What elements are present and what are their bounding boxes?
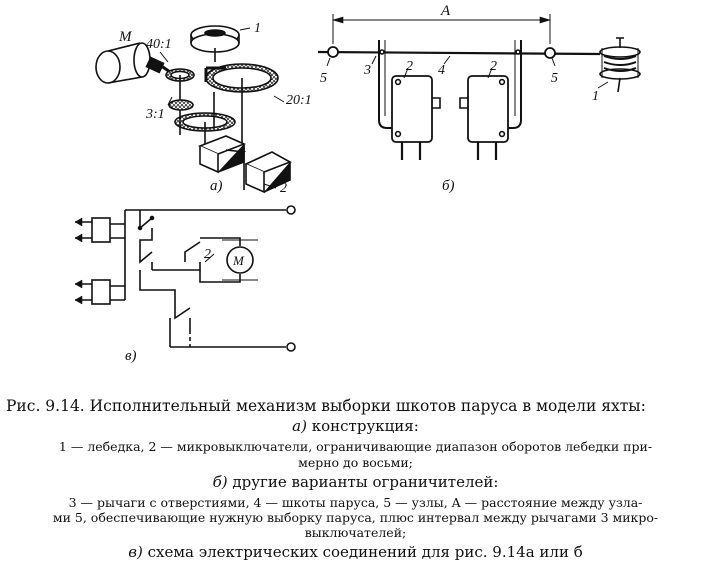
relay-upper	[74, 217, 125, 243]
terminal-top	[286, 205, 296, 215]
diagram-figure: M 40:1 3:1 20:1 1 2 а)	[74, 3, 641, 364]
caption-b-heading: б) другие варианты ограничителей:	[0, 473, 711, 491]
label-a-motor: M	[118, 29, 133, 45]
caption-title: Рис. 9.14. Исполнительный механизм выбор…	[6, 397, 646, 415]
relay-lower	[74, 279, 125, 305]
label-b-switch-left: 2	[406, 59, 413, 74]
label-b-switch-right: 2	[490, 59, 497, 74]
microswitch-right	[459, 75, 509, 160]
gear-3-1	[168, 99, 236, 160]
caption-c-heading: в) схема электрических соединений для ри…	[0, 543, 711, 561]
caption-a-head: конструкция:	[311, 417, 419, 435]
dimension-a	[331, 14, 552, 44]
caption-c-letter: в)	[128, 543, 143, 561]
label-a-winch: 1	[254, 21, 261, 36]
sheet-rope	[317, 50, 601, 56]
label-b-distance: A	[440, 3, 451, 19]
label-c-panel: в)	[125, 348, 137, 364]
lever-left	[378, 40, 394, 129]
knot-left	[327, 46, 339, 58]
label-c-switch: 2	[204, 247, 211, 262]
motor-symbol	[226, 246, 254, 274]
label-b-sheet: 4	[438, 63, 445, 78]
winch-drum	[190, 25, 240, 62]
motor-drawing	[95, 42, 171, 84]
microswitch-lower	[244, 151, 292, 194]
label-b-knot-right: 5	[551, 71, 558, 86]
panel-c-schematic	[74, 205, 296, 352]
caption-b-letter: б)	[212, 473, 228, 491]
panel-b-limiters	[317, 14, 641, 160]
label-a-ratio-20-1: 20:1	[286, 93, 312, 108]
label-a-ratio-40-1: 40:1	[146, 37, 172, 52]
gear-20-1	[204, 63, 279, 145]
knot-right	[544, 47, 556, 59]
lever-right	[508, 40, 522, 129]
caption-b-line1: 3 — рычаги с отверстиями, 4 — шкоты пару…	[68, 495, 643, 510]
label-b-lever: 3	[363, 63, 371, 78]
label-a-ratio-3-1: 3:1	[145, 107, 165, 122]
caption-a-heading: а) конструкция:	[0, 417, 711, 435]
caption-a-letter: а)	[292, 417, 307, 435]
caption-a-line1: 1 — лебедка, 2 — микровыключатели, огран…	[58, 439, 653, 454]
caption-b-line3: выключателей;	[304, 525, 407, 540]
winch-b	[599, 37, 641, 93]
label-b-knot-left: 5	[320, 71, 327, 86]
label-a-switch: 2	[280, 181, 287, 196]
panel-a-construction	[95, 25, 292, 194]
microswitch-upper	[197, 135, 247, 174]
caption-b-line2: ми 5, обеспечивающие нужную выборку пару…	[52, 510, 659, 525]
caption-a-line2: мерно до восьми;	[298, 455, 413, 470]
terminal-bottom	[286, 342, 296, 352]
caption-c-head: схема электрических соединений для рис. …	[147, 543, 583, 561]
caption-b-head: другие варианты ограничителей:	[232, 473, 499, 491]
label-c-motor: M	[232, 253, 245, 268]
label-b-panel: б)	[442, 178, 455, 194]
microswitch-left	[391, 75, 441, 160]
label-a-panel: а)	[210, 178, 223, 194]
label-b-winch: 1	[592, 89, 599, 104]
